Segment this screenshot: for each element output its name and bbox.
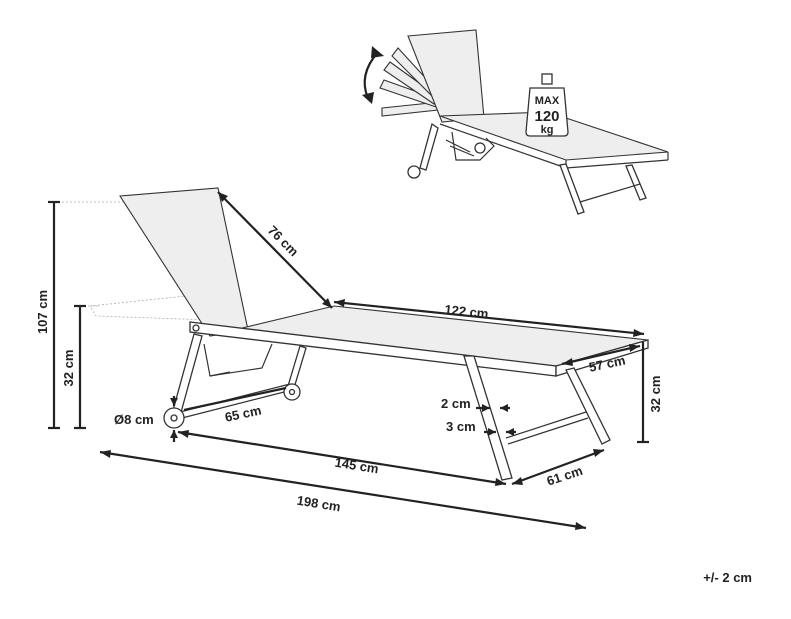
main-lounger — [54, 187, 649, 481]
inset-frame — [419, 122, 439, 171]
dim-overall-length: 198 cm — [296, 493, 342, 515]
backrest — [119, 187, 249, 337]
inset-adjustable-lounger: MAX 120 kg — [362, 29, 669, 215]
front-leg — [463, 355, 513, 481]
dim-frame-length: 145 cm — [334, 455, 380, 477]
backrest-flat-ghost — [89, 295, 212, 321]
dim-seat-length: 122 cm — [444, 302, 489, 322]
inset-wheel — [407, 165, 421, 179]
max-weight-icon: MAX 120 kg — [525, 73, 569, 137]
wheel-left — [163, 407, 185, 429]
dim-wheel-diameter: Ø8 cm — [114, 412, 154, 427]
weight-value: 120 — [534, 108, 559, 125]
tolerance-note: +/- 2 cm — [703, 570, 752, 585]
dim-backrest-length: 76 cm — [265, 222, 302, 259]
dim-wheel-track: 65 cm — [223, 402, 262, 424]
dim-front-height: 32 cm — [648, 376, 663, 413]
weight-unit: kg — [541, 124, 554, 136]
dim-tube-2: 2 cm — [441, 396, 471, 411]
rotate-arrow-icon — [363, 51, 379, 99]
dim-seat-height: 32 cm — [61, 350, 76, 387]
wheel-right — [283, 383, 301, 401]
rear-leg — [171, 333, 203, 417]
dim-top-width: 57 cm — [587, 352, 626, 374]
dimension-lines: 107 cm 32 cm 76 cm 122 cm 57 cm 32 cm 2 … — [35, 191, 663, 530]
dim-tube-3: 3 cm — [446, 419, 476, 434]
weight-max-label: MAX — [535, 95, 560, 107]
dim-total-height: 107 cm — [35, 290, 50, 334]
dim-base-width: 61 cm — [545, 463, 585, 489]
